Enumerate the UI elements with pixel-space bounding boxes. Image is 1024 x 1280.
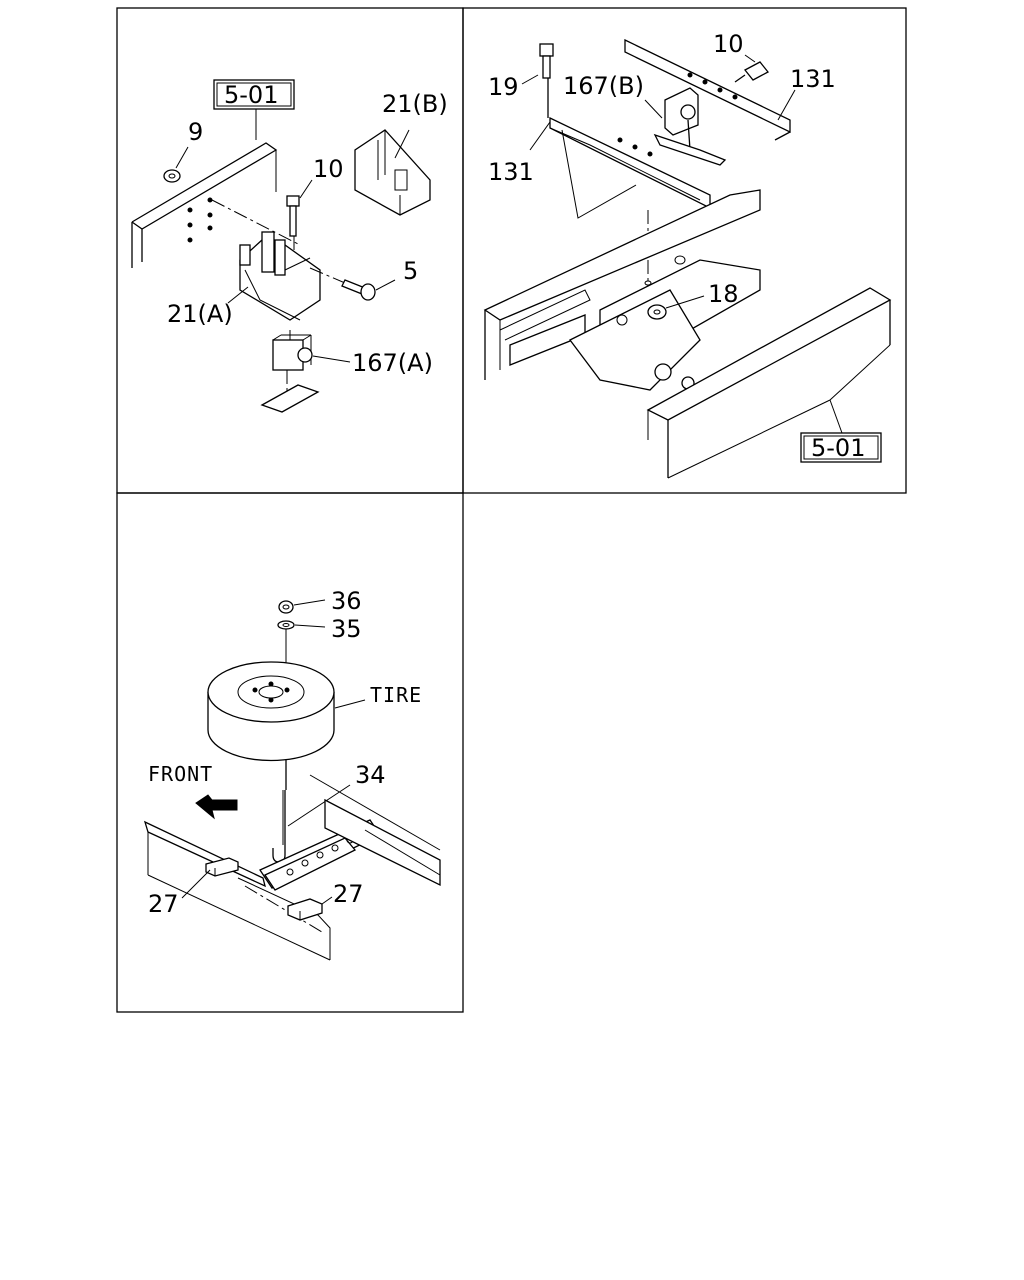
nut-part-36 [278, 599, 326, 614]
panel-bottom-left: 36 35 TIRE FRONT [143, 587, 441, 961]
label-part-167b: 167(B) [563, 72, 644, 100]
label-part-34: 34 [355, 761, 386, 789]
label-part-5: 5 [403, 257, 418, 285]
label-front: FRONT [148, 762, 213, 786]
frame-rail-left [131, 142, 301, 268]
label-part-21a: 21(A) [167, 300, 233, 328]
spare-tire [207, 661, 366, 790]
rail-131-upper [624, 38, 796, 141]
carrier-167a [260, 334, 351, 413]
label-part-131-upper: 131 [790, 65, 836, 93]
carrier-167b [644, 87, 727, 166]
label-part-18: 18 [708, 280, 739, 308]
panel-top-right: 19 167(B) 10 131 [483, 30, 892, 479]
panel-top-left: 5-01 9 [131, 79, 448, 413]
ref-box-5-01 [213, 79, 295, 110]
pad-part-27-left [181, 857, 239, 899]
nut-part-18 [647, 295, 705, 320]
label-part-21b: 21(B) [382, 90, 448, 118]
label-part-167a: 167(A) [352, 349, 433, 377]
label-part-19: 19 [488, 73, 519, 101]
label-part-131-lower: 131 [488, 158, 534, 186]
label-part-36: 36 [331, 587, 362, 615]
label-part-27-right: 27 [333, 880, 364, 908]
label-part-27-left: 27 [148, 890, 179, 918]
label-part-10: 10 [313, 155, 344, 183]
ref-box-label-right: 5-01 [811, 434, 865, 462]
label-part-10-right: 10 [713, 30, 744, 58]
panel-top-right-frame [462, 7, 907, 494]
frame-rails-bottom [143, 774, 441, 961]
panel-bottom-left-frame [116, 492, 464, 1013]
ref-box-label: 5-01 [224, 81, 278, 109]
bracket-21b [354, 129, 431, 216]
bolt-part-5 [309, 267, 396, 301]
label-part-9: 9 [188, 118, 203, 146]
label-tire: TIRE [370, 683, 422, 707]
label-part-35: 35 [331, 615, 362, 643]
bracket-21a [227, 231, 321, 340]
bolt-part-10-right [734, 54, 769, 83]
ref-box-5-01-right [800, 432, 882, 463]
bolt-part-10 [286, 179, 313, 255]
pad-part-27-right [287, 896, 333, 921]
bolt-part-19 [521, 43, 554, 118]
front-arrow-icon [195, 794, 238, 820]
nut-part-9 [163, 146, 189, 183]
chassis-frame-right [483, 189, 892, 479]
